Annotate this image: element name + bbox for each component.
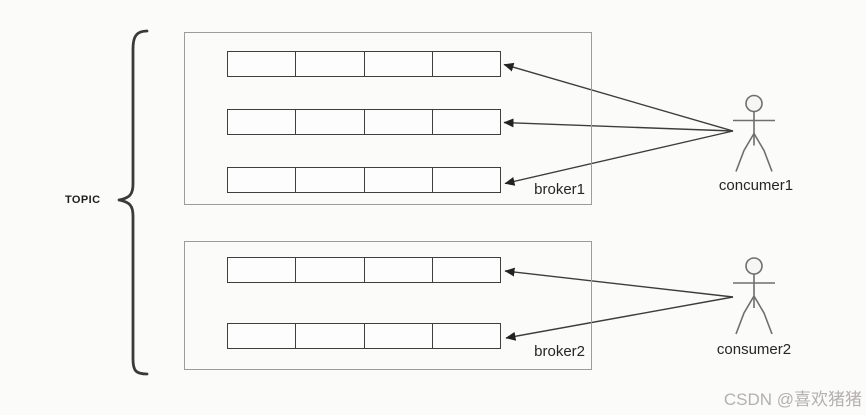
broker1-partition-list — [227, 51, 501, 193]
partition-cell — [228, 168, 297, 192]
topic-label: TOPIC — [65, 194, 101, 206]
broker1-box: broker1 — [184, 32, 592, 205]
partition-cell — [433, 110, 500, 134]
partition-cell — [433, 258, 500, 282]
partition-cell — [296, 110, 365, 134]
consumer2-arrows — [504, 267, 734, 341]
watermark: CSDN @喜欢猪猪 — [723, 390, 862, 409]
partition-row — [227, 51, 501, 77]
partition-cell — [296, 168, 365, 192]
partition-cell — [228, 258, 297, 282]
partition-cell — [365, 110, 433, 134]
partition-cell — [228, 52, 297, 76]
partition-row — [227, 323, 501, 349]
broker2-partition-list — [227, 257, 501, 349]
partition-cell — [228, 110, 297, 134]
partition-cell — [365, 52, 433, 76]
consumer2-actor-icon — [733, 257, 775, 335]
broker2-box: broker2 — [184, 241, 592, 370]
partition-cell — [433, 168, 500, 192]
partition-cell — [433, 324, 500, 348]
partition-row — [227, 167, 501, 193]
partition-cell — [365, 168, 433, 192]
partition-cell — [296, 52, 365, 76]
topic-brace — [117, 29, 149, 376]
partition-cell — [365, 258, 433, 282]
broker1-label: broker1 — [534, 181, 585, 198]
partition-cell — [296, 324, 365, 348]
partition-cell — [228, 324, 297, 348]
partition-row — [227, 109, 501, 135]
broker2-label: broker2 — [534, 343, 585, 360]
consumer1-label: concumer1 — [718, 177, 794, 194]
partition-cell — [296, 258, 365, 282]
partition-cell — [433, 52, 500, 76]
partition-cell — [365, 324, 433, 348]
consumer1-actor-icon — [733, 94, 775, 172]
consumer1-arrows — [503, 62, 734, 186]
consumer2-label: consumer2 — [716, 341, 792, 358]
partition-row — [227, 257, 501, 283]
